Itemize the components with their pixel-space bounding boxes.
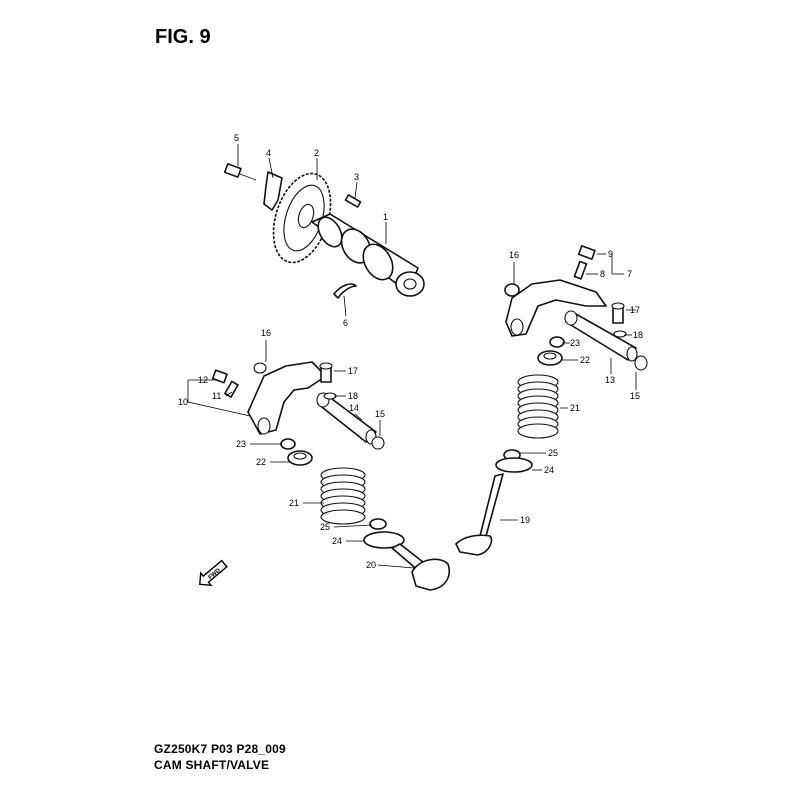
callout-24-right: 24 [544, 465, 554, 475]
callout-5: 5 [234, 133, 239, 143]
callout-23-left: 23 [236, 439, 246, 449]
callout-3: 3 [354, 172, 359, 182]
rocker-bolt-right [611, 302, 627, 338]
callout-13: 13 [605, 375, 615, 385]
callout-24-left: 24 [332, 536, 342, 546]
cam-sprocket [272, 172, 332, 264]
callout-7: 7 [627, 269, 632, 279]
camshaft [311, 213, 425, 297]
callout-25-right: 25 [548, 448, 558, 458]
callout-11: 11 [212, 391, 221, 401]
callout-19: 19 [520, 515, 530, 525]
rocker-shaft-right [564, 310, 648, 371]
callout-17-right: 17 [630, 305, 640, 315]
figure-name: CAM SHAFT/VALVE [154, 758, 270, 772]
valve-spring-left [320, 467, 366, 525]
cam-sprocket-bolt [223, 163, 257, 181]
figure-code: GZ250K7 P03 P28_009 [154, 742, 286, 756]
callout-16-left: 16 [261, 328, 271, 338]
rocker-arm-right [505, 245, 607, 337]
callout-17-left: 17 [348, 366, 358, 376]
figure-title: FIG. 9 [155, 26, 211, 48]
callout-18-right: 18 [633, 330, 643, 340]
callout-23-right: 23 [570, 338, 580, 348]
callouts: 1 2 3 4 5 6 7 8 9 10 11 12 13 14 15 15 1… [178, 133, 643, 570]
valve-cotter-left [280, 438, 313, 466]
rocker-bolt-left [319, 362, 337, 400]
rocker-shaft-left [316, 392, 385, 450]
callout-15-left: 15 [375, 409, 385, 419]
callout-14: 14 [349, 403, 359, 413]
dowel-pin [344, 194, 362, 208]
callout-20: 20 [366, 560, 376, 570]
rocker-arm-left [211, 361, 327, 435]
callout-21-right: 21 [570, 403, 580, 413]
callout-18-left: 18 [348, 391, 358, 401]
valve-retainer-right [495, 449, 533, 473]
callout-8: 8 [600, 269, 605, 279]
valve-spring-right [517, 374, 559, 439]
leader-lines [187, 144, 637, 569]
callout-25-left: 25 [320, 522, 330, 532]
callout-22-left: 22 [256, 457, 266, 467]
valve-cotter-right [504, 283, 565, 366]
callout-10: 10 [178, 397, 188, 407]
callout-22-right: 22 [580, 355, 590, 365]
callout-9: 9 [608, 249, 613, 259]
callout-15-right: 15 [630, 391, 640, 401]
callout-21-left: 21 [289, 498, 299, 508]
callout-16-right: 16 [509, 250, 519, 260]
callout-2: 2 [314, 148, 319, 158]
callout-6: 6 [343, 318, 348, 328]
cam-retainer-plate [263, 171, 283, 211]
callout-1: 1 [383, 212, 388, 222]
intake-valve [391, 543, 450, 591]
circlip [333, 283, 357, 299]
exhaust-valve [455, 473, 504, 556]
forward-direction-icon: FWD [198, 559, 228, 587]
callout-12: 12 [198, 375, 208, 385]
callout-4: 4 [266, 148, 271, 158]
valve-retainer-left [363, 518, 405, 549]
